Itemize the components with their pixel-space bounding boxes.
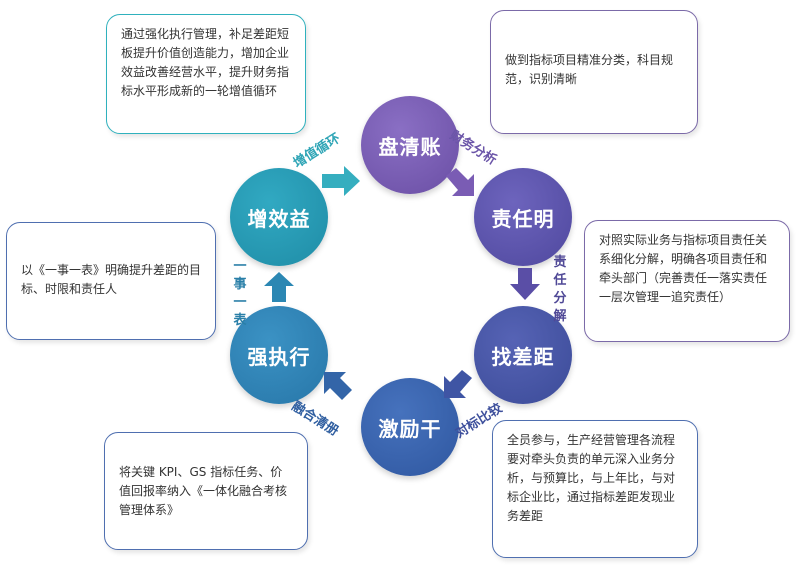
arrow-caiwu-icon [446, 168, 474, 196]
node-pancha: 盘清账 [361, 96, 459, 194]
box-middle-left: 以《一事一表》明确提升差距的目标、时限和责任人 [6, 222, 216, 340]
box-top-right: 做到指标项目精准分类，科目规范，识别清晰 [490, 10, 698, 134]
arrow-duibiao-icon [444, 370, 472, 398]
arrow-zengzhi-icon [322, 166, 360, 196]
box-middle-right: 对照实际业务与指标项目责任关系细化分解，明确各项目责任和牵头部门（完善责任一落实… [584, 220, 790, 342]
label-yishi: 一事一表 [233, 259, 247, 328]
box-bottom-left: 将关键 KPI、GS 指标任务、价值回报率纳入《一体化融合考核管理体系》 [104, 432, 308, 550]
node-qiangzhi: 强执行 [230, 306, 328, 404]
box-top-left: 通过强化执行管理，补足差距短板提升价值创造能力，增加企业效益改善经营水平，提升财… [106, 14, 306, 134]
node-zhaocha: 找差距 [474, 306, 572, 404]
node-jili: 激励干 [361, 378, 459, 476]
box-bottom-right: 全员参与，生产经营管理各流程要对牵头负责的单元深入业务分析，与预算比，与上年比，… [492, 420, 698, 558]
label-zerenfenjie: 责任分解 [553, 255, 567, 324]
arrow-zerenfenjie-icon [510, 268, 540, 300]
node-zeren: 责任明 [474, 168, 572, 266]
arrow-ronghe-icon [324, 372, 352, 400]
node-zengxiao: 增效益 [230, 168, 328, 266]
arrow-yishi-icon [264, 272, 294, 302]
